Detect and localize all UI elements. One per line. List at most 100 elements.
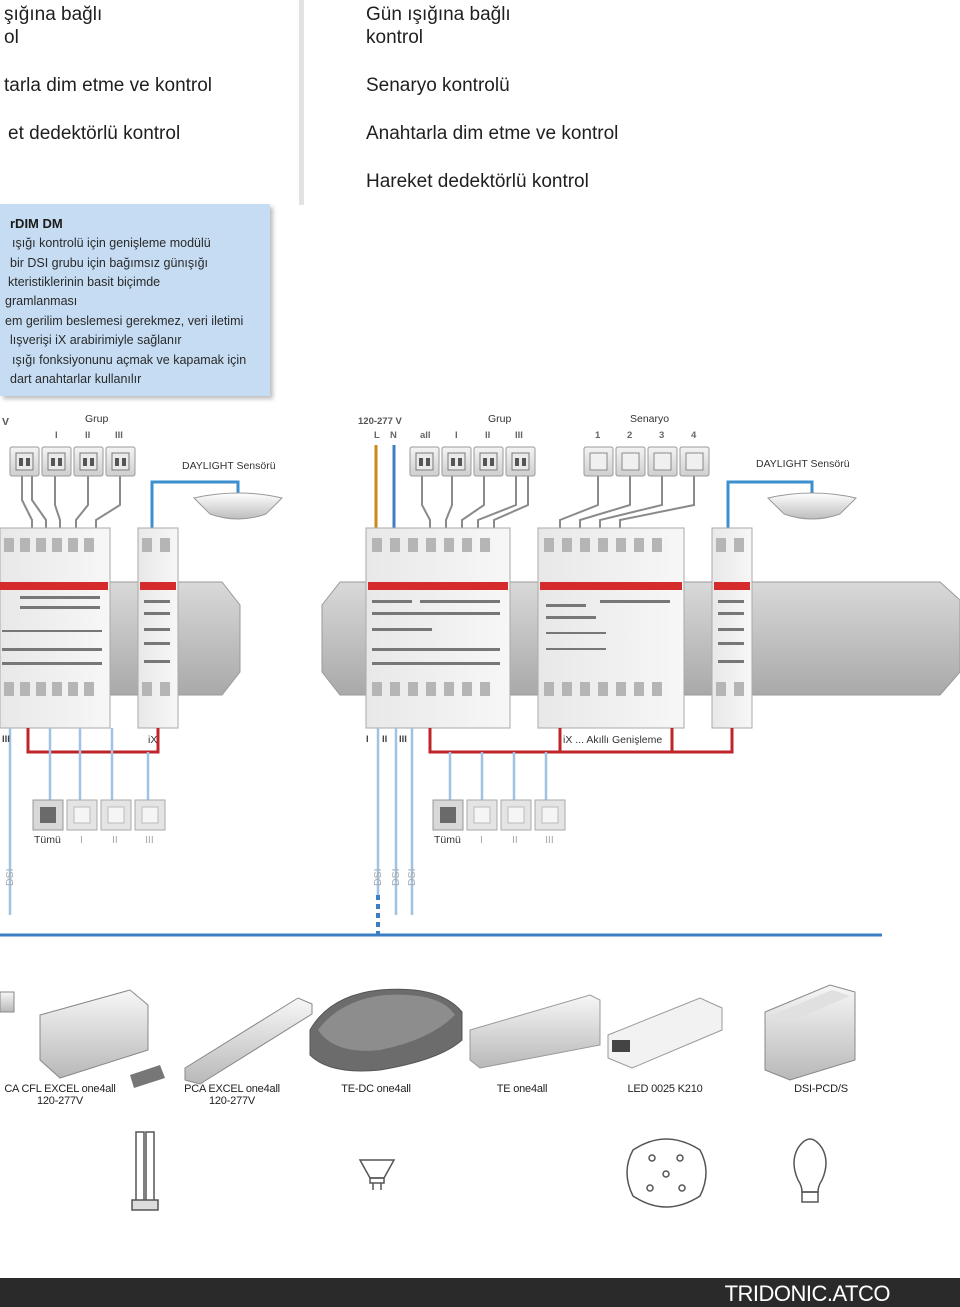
product-label: PCA EXCEL one4all 120-277V — [184, 1083, 280, 1107]
left-group-number: I — [55, 430, 58, 441]
product-led-module — [607, 997, 723, 1069]
right-group-number: all — [420, 430, 431, 441]
right-bus-mark: II — [382, 734, 388, 745]
info-line: ışığı fonksiyonunu açmak ve kapamak için — [12, 353, 247, 367]
left-bus-mark: III — [2, 734, 10, 745]
scenario-button-icon — [615, 446, 646, 477]
scenario-number: 2 — [627, 430, 633, 441]
right-group-number: III — [515, 430, 523, 441]
brand-logo: TRIDONIC.ATCO — [724, 1281, 891, 1306]
left-lamp-label: I — [80, 834, 83, 846]
halogen-reflector-icon — [358, 1159, 396, 1190]
info-line: gramlanması — [5, 294, 78, 308]
dsi-wires-left — [8, 728, 150, 915]
left-item-switch-dim: tarla dim etme ve kontrol — [4, 75, 213, 96]
ix-bus-right — [428, 728, 734, 754]
right-item-motion: Hareket dedektörlü kontrol — [366, 171, 589, 192]
info-line: kteristiklerinin basit biçimde — [8, 275, 161, 289]
product-label: TE-DC one4all — [341, 1083, 411, 1095]
scenario-button-icon — [583, 446, 614, 477]
left-group-number: II — [85, 430, 91, 441]
right-ix-label: iX ... Akıllı Genişleme — [563, 734, 663, 746]
product-dsi-pcd — [764, 984, 856, 1081]
footer-bar: TRIDONIC.ATCO — [0, 1278, 960, 1307]
right-heading-line1: Gün ışığına bağlı — [366, 4, 511, 25]
right-l-label: L — [374, 430, 380, 441]
switch-icon — [41, 446, 72, 477]
product-ca-cfl-excel — [0, 991, 15, 1013]
ix-bus-left — [26, 728, 160, 754]
left-dsi-label: DSI — [4, 868, 16, 886]
product-label: LED 0025 K210 — [627, 1083, 703, 1095]
right-heading-line2: kontrol — [366, 27, 424, 48]
right-lamp-label-all: Tümü — [434, 834, 461, 846]
left-lamp-label-all: Tümü — [34, 834, 61, 846]
info-line: em gerilim beslemesi gerekmez, veri ilet… — [5, 314, 244, 328]
product-label: TE one4all — [496, 1083, 548, 1095]
right-dsi-label: DSI — [372, 868, 384, 886]
scenario-number: 1 — [595, 430, 601, 441]
info-line: lışverişi iX arabirimiyle sağlanır — [10, 333, 182, 347]
product-te — [469, 994, 601, 1069]
left-sensor-label: DAYLIGHT Sensörü — [182, 460, 276, 472]
info-box: rDIM DM ışığı kontrolü için genişleme mo… — [0, 204, 270, 396]
left-group-number: III — [115, 430, 123, 441]
scenario-button-icon — [679, 446, 710, 477]
right-group-label: Grup — [488, 413, 512, 425]
left-voltage-label: V — [2, 416, 10, 428]
right-bus-mark: III — [399, 734, 407, 745]
switch-icon — [441, 446, 472, 477]
product-pca-excel-long — [184, 997, 313, 1085]
right-lamp-label: I — [480, 834, 483, 846]
switch-icon — [105, 446, 136, 477]
scenario-label: Senaryo — [630, 413, 670, 425]
info-line: bir DSI grubu için bağımsız günışığı — [10, 256, 209, 270]
right-item-switch-dim: Anahtarla dim etme ve kontrol — [366, 123, 619, 144]
scenario-button-icon — [647, 446, 678, 477]
switch-icon — [9, 446, 40, 477]
right-group-number: II — [485, 430, 491, 441]
left-lamp-label: III — [145, 834, 154, 846]
scenario-number: 3 — [659, 430, 665, 441]
info-line: ışığı kontrolü için genişleme modülü — [12, 236, 211, 250]
product-label: DSI-PCD/S — [794, 1083, 848, 1095]
switch-group-left — [9, 446, 136, 477]
left-item-motion: et dedektörlü kontrol — [8, 123, 181, 144]
lamp-buttons-left — [32, 799, 166, 831]
right-n-label: N — [390, 430, 397, 441]
left-group-label: Grup — [85, 413, 109, 425]
left-heading-line2: ol — [4, 27, 19, 48]
right-dsi-label: DSI — [406, 868, 418, 886]
cfl-lamp-icon — [131, 1131, 159, 1211]
info-box-title: rDIM DM — [10, 216, 63, 231]
left-heading-line1: şığına bağlı — [4, 4, 103, 25]
info-line: dart anahtarlar kullanılır — [10, 372, 142, 386]
right-group-number: I — [455, 430, 458, 441]
scenario-wires — [559, 475, 695, 535]
product-te-dc — [309, 988, 463, 1072]
switch-icon — [473, 446, 504, 477]
scenario-switches — [583, 446, 710, 477]
right-sensor-label: DAYLIGHT Sensörü — [756, 458, 850, 470]
right-lamp-label: II — [512, 834, 518, 846]
right-lamp-label: III — [545, 834, 554, 846]
daylight-sensor-left — [193, 492, 283, 520]
switch-icon — [73, 446, 104, 477]
daylight-sensor-right — [767, 492, 857, 520]
lamp-buttons-right — [432, 799, 566, 831]
column-divider — [299, 0, 304, 205]
controller-device-right — [365, 527, 511, 729]
right-bus-mark: I — [366, 734, 369, 745]
switch-icon — [409, 446, 440, 477]
daylight-module-right — [711, 527, 753, 729]
switch-icon — [505, 446, 536, 477]
switch-group-right — [409, 446, 536, 477]
controller-device-left — [0, 527, 111, 729]
product-pca-excel — [39, 989, 165, 1088]
switch-wires-right — [421, 475, 529, 535]
daylight-module-left — [137, 527, 179, 729]
left-lamp-label: II — [112, 834, 118, 846]
led-module-icon — [626, 1138, 707, 1208]
dsi-wires-right — [376, 728, 548, 915]
